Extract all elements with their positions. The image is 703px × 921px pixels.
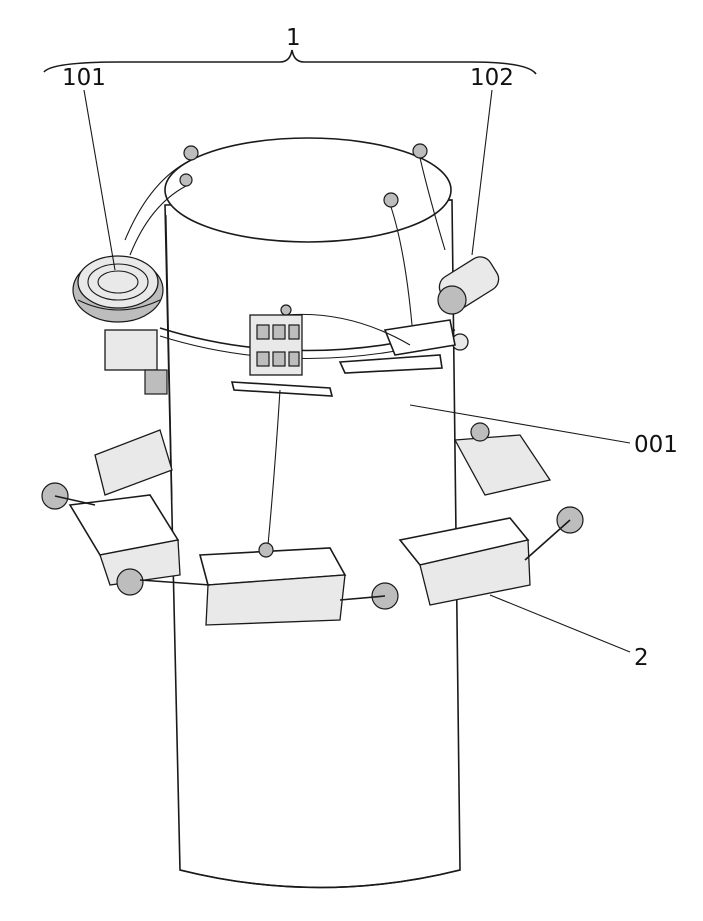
label-spool: 101 xyxy=(62,65,106,91)
cylinder-body xyxy=(165,138,460,888)
label-assembly: 1 xyxy=(286,25,301,51)
label-ring: 2 xyxy=(634,645,649,671)
label-motor: 102 xyxy=(470,65,514,91)
label-cylinder: 001 xyxy=(634,432,678,458)
assembly-bracket xyxy=(44,50,536,74)
cable-spool xyxy=(73,256,167,394)
